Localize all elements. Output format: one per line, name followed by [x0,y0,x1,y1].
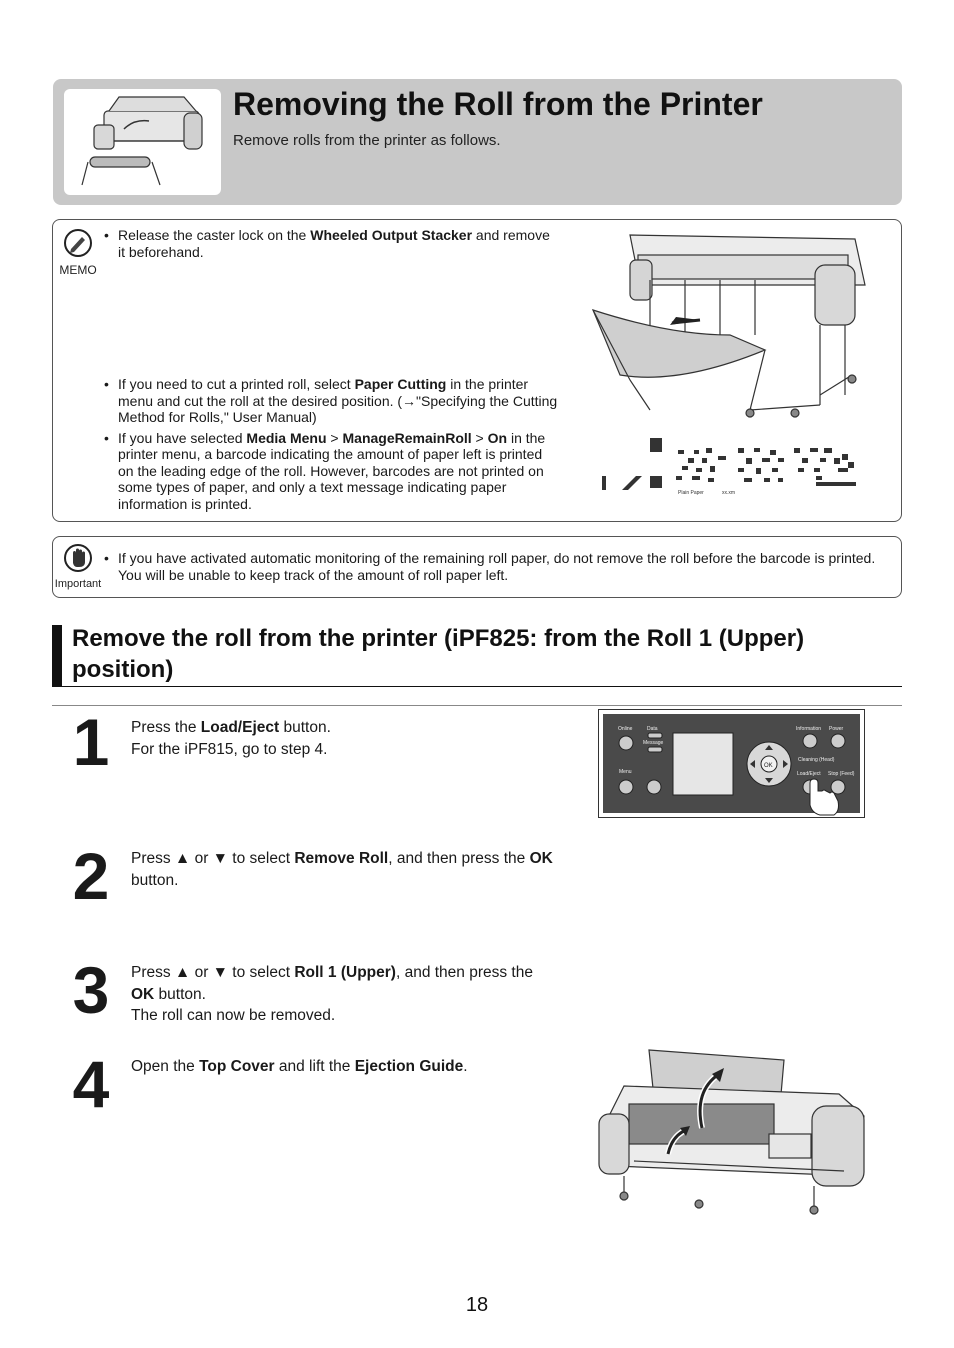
important-item: If you have activated automatic monitori… [104,550,894,583]
barcode-caption-paper: Plain Paper [678,490,704,496]
open-top-cover-illustration [594,1046,869,1216]
important-list: If you have activated automatic monitori… [104,550,894,587]
panel-label-information: Information [796,726,821,732]
online-button[interactable] [618,735,634,751]
panel-label-menu: Menu [619,769,632,775]
panel-label-cleaning: Cleaning (Head) [798,757,835,763]
step-text: Press ▲ or ▼ to select Roll 1 (Upper), a… [131,964,533,1024]
control-panel-illustration: Online Data Message Menu Information Pow… [598,709,865,818]
stop-button[interactable] [830,779,846,795]
panel-display [672,732,734,796]
section-heading-bar [52,625,62,687]
memo-item: If you need to cut a printed roll, selec… [104,376,558,426]
memo-item: If you have selected Media Menu > Manage… [104,430,558,513]
memo-label: MEMO [59,263,97,277]
step-text: Open the Top Cover and lift the Ejection… [131,1058,468,1075]
menu-button[interactable] [618,779,634,795]
message-led [647,746,663,753]
hand-stop-icon [64,543,92,573]
important-label: Important [54,578,102,590]
page-title: Removing the Roll from the Printer [233,86,763,122]
header-printer-illustration [64,89,221,195]
pointing-hand-icon [809,778,839,816]
step-number: 3 [72,953,110,1027]
panel-label-stop: Stop (Feed) [828,771,855,777]
section-title: Remove the roll from the printer (iPF825… [72,625,805,683]
step-number: 4 [72,1047,110,1121]
memo-item: Release the caster lock on the Wheeled O… [104,227,554,260]
back-button[interactable] [646,779,662,795]
barcode-illustration: Plain Paper xx.xm [598,434,860,500]
data-led [647,732,663,739]
panel-label-power: Power [829,726,844,732]
panel-label-data: Data [647,726,658,732]
power-button[interactable] [830,733,846,749]
ok-button[interactable] [760,755,778,773]
step-text: Press ▲ or ▼ to select Remove Roll, and … [131,850,553,889]
steps-divider [52,705,902,706]
panel-label-online: Online [618,726,633,732]
memo-list-bottom: If you need to cut a printed roll, selec… [104,376,558,516]
step-text: Press the Load/Eject button. For the iPF… [131,719,331,758]
step-number: 1 [72,705,110,779]
section-underline [52,686,902,687]
memo-list-top: Release the caster lock on the Wheeled O… [104,227,554,264]
important-icon-group: Important [54,543,102,590]
page-subtitle: Remove rolls from the printer as follows… [233,132,501,149]
pencil-icon [63,228,93,258]
printer-stacker-illustration [590,225,870,421]
step-number: 2 [72,839,110,913]
barcode-caption-length: xx.xm [722,490,735,496]
memo-icon-group: MEMO [56,228,100,277]
ok-button-label: OK [764,763,773,769]
panel-label-load-eject: Load/Eject [797,771,821,777]
panel-label-message: Message [643,740,664,746]
page-number: 18 [465,1294,489,1316]
information-button[interactable] [802,733,818,749]
